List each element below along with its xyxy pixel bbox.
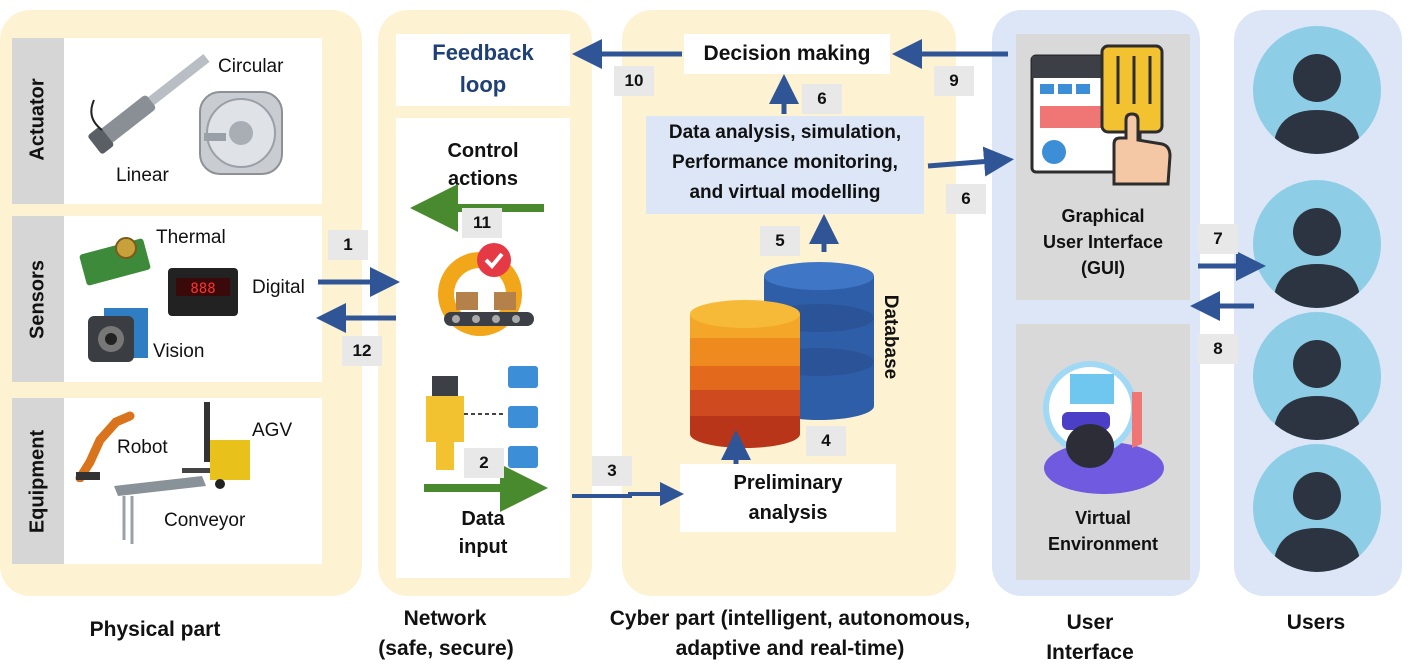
- analysis-line2: Performance monitoring,: [672, 152, 898, 173]
- conveyor-icon: [114, 476, 206, 544]
- decision-making-label: Decision making: [703, 42, 871, 65]
- step-badge-4: 4: [806, 426, 846, 456]
- gui-line1: Graphical: [1061, 206, 1145, 226]
- ui-caption-line1: User: [1066, 611, 1114, 634]
- users-caption: Users: [1286, 611, 1346, 634]
- digital-label: Digital: [252, 277, 305, 298]
- data-input-line2: input: [458, 536, 508, 558]
- user-icon: [1273, 472, 1361, 572]
- linear-label: Linear: [116, 165, 169, 186]
- actuator-box: Circular Linear: [64, 38, 322, 204]
- physical-part-caption: Physical part: [89, 618, 221, 641]
- step-badge-1: 1: [328, 230, 368, 260]
- user-avatar-3: [1253, 312, 1381, 440]
- user-avatar-4: [1253, 444, 1381, 572]
- preliminary-line1: Preliminary: [733, 472, 843, 494]
- feedback-loop-line1: Feedback: [432, 40, 534, 65]
- control-actions-line2: actions: [447, 168, 519, 190]
- ui-caption-line2: Interface: [1046, 641, 1134, 664]
- feedback-loop-line2: loop: [459, 72, 507, 97]
- vision-sensor-icon: [88, 308, 148, 362]
- decision-making-box: [684, 34, 890, 74]
- robot-icon: [75, 411, 135, 482]
- agv-icon: [182, 402, 250, 489]
- thermal-sensor-icon: [79, 237, 151, 286]
- step-badge-8: 8: [1198, 334, 1238, 364]
- data-input-line1: Data: [461, 508, 505, 530]
- svg-text:888: 888: [190, 281, 215, 297]
- analysis-box: [646, 116, 924, 214]
- equipment-box: Robot AGV Conveyor: [64, 398, 322, 564]
- preliminary-line2: analysis: [748, 502, 828, 524]
- analysis-line1: Data analysis, simulation,: [668, 122, 902, 143]
- step-badge-11: 11: [462, 208, 502, 238]
- analysis-line3: and virtual modelling: [689, 182, 881, 203]
- network-caption-line1: Network: [403, 607, 487, 630]
- step-badge-6a: 6: [802, 84, 842, 114]
- thermal-label: Thermal: [156, 227, 226, 248]
- robot-label: Robot: [117, 437, 168, 458]
- network-caption-line2: (safe, secure): [378, 637, 514, 660]
- user-avatar-1: [1253, 26, 1381, 154]
- user-icon: [1273, 208, 1361, 308]
- vision-label: Vision: [153, 341, 205, 362]
- control-actions-line1: Control: [447, 140, 519, 162]
- database-icon: [690, 262, 874, 448]
- user-avatar-2: [1253, 180, 1381, 308]
- arrow-6-right: [927, 146, 1014, 177]
- step-badge-5: 5: [760, 226, 800, 256]
- conveyor-label: Conveyor: [164, 510, 246, 531]
- data-input-icon: [426, 366, 538, 470]
- feedback-loop-box: [396, 34, 570, 106]
- gui-line2: User Interface: [1042, 232, 1164, 252]
- equipment-label-strip: [12, 398, 64, 564]
- sensors-box: 888 Thermal Digital Vision: [64, 216, 322, 382]
- step-badge-2: 2: [464, 448, 504, 478]
- linear-actuator-icon: [88, 54, 210, 154]
- user-icon: [1273, 340, 1361, 440]
- control-gear-icon: [438, 243, 534, 336]
- arrow-3: [572, 482, 684, 506]
- sensors-label-strip: [12, 216, 64, 382]
- circular-actuator-icon: [199, 91, 283, 175]
- gui-line3: (GUI): [1081, 258, 1125, 278]
- agv-label: AGV: [252, 420, 293, 441]
- step-badge-12: 12: [342, 336, 382, 366]
- step-badge-10: 10: [614, 66, 654, 96]
- step-badge-9: 9: [934, 66, 974, 96]
- step-badge-7: 7: [1198, 224, 1238, 254]
- cyber-caption-line2: adaptive and real-time): [675, 637, 905, 660]
- actuator-label-strip: [12, 38, 64, 204]
- step-badge-6b: 6: [946, 184, 986, 214]
- digital-sensor-icon: 888: [168, 268, 238, 316]
- ve-line1: Virtual: [1075, 508, 1131, 528]
- cyber-caption-line1: Cyber part (intelligent, autonomous,: [609, 607, 971, 630]
- gui-icon: [1030, 44, 1172, 186]
- step-badge-3: 3: [592, 456, 632, 486]
- circular-label: Circular: [218, 56, 284, 77]
- user-icon: [1273, 54, 1361, 154]
- virtual-environment-icon: [1043, 361, 1164, 494]
- ve-line2: Environment: [1047, 534, 1158, 554]
- preliminary-analysis-box: [680, 464, 896, 532]
